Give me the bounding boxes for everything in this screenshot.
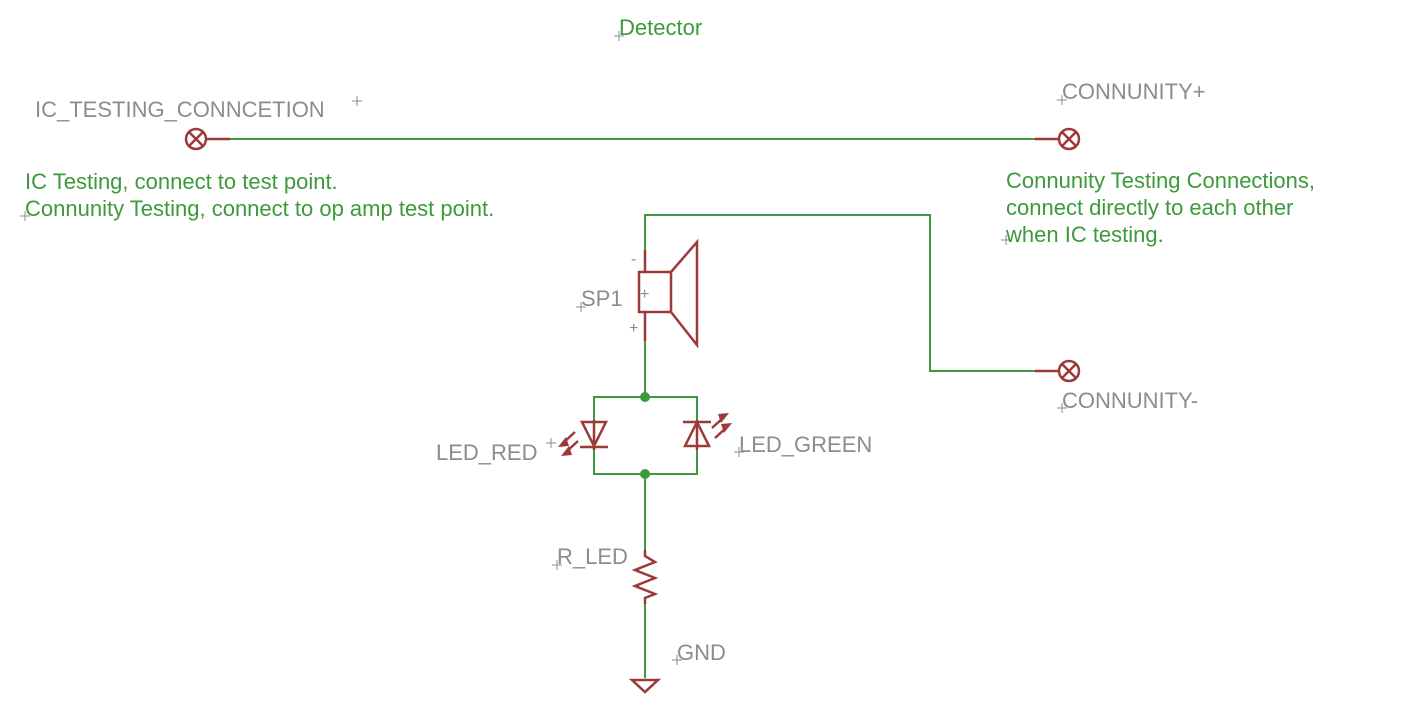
label-connunity-plus: CONNUNITY+ [1062,79,1206,104]
origin-marker [1057,403,1067,413]
origin-marker [20,211,30,221]
gnd-symbol[interactable] [628,678,662,694]
note-left-line-1: IC Testing, connect to test point. [25,169,338,194]
label-r-led: R_LED [557,544,628,569]
origin-marker [614,31,624,41]
origin-marker [672,655,682,665]
wire-led-green-bottom [645,450,698,475]
origin-marker [1057,95,1067,105]
origin-marker [552,560,562,570]
pad-connunity-plus[interactable] [1035,127,1081,151]
wire-led-red-top [593,396,645,420]
origin-markers [20,31,1067,665]
speaker-sp1[interactable] [637,238,699,349]
label-sp1: SP1 [581,286,623,311]
origin-marker [576,302,586,312]
pad-ic-testing[interactable] [184,127,230,151]
wire-led-red-bottom [593,450,645,475]
wires [210,138,1058,678]
label-gnd: GND [677,640,726,665]
origin-marker [352,96,362,106]
label-led-red: LED_RED [436,440,537,465]
led-green[interactable] [682,413,732,450]
junction-dot-bottom [640,469,650,479]
note-left-line-2: Connunity Testing, connect to op amp tes… [25,196,494,221]
pin-label-minus: - [631,251,636,268]
label-led-green: LED_GREEN [739,432,872,457]
note-right-line-3: when IC testing. [1005,222,1164,247]
note-right-line-1: Connunity Testing Connections, [1006,168,1315,193]
pin-label-plus: + [629,320,638,337]
pad-connunity-minus[interactable] [1035,359,1081,383]
origin-marker [734,447,744,457]
schematic-title: Detector [619,15,702,40]
label-ic-testing-connection: IC_TESTING_CONNCETION [35,97,325,122]
pin-label-plus-inner: + [640,286,649,303]
origin-marker [1001,235,1011,245]
led-red[interactable] [558,420,609,456]
note-right-line-2: connect directly to each other [1006,195,1293,220]
junction-dot-top [640,392,650,402]
wire-speaker-to-connunity-minus [644,214,1058,372]
resistor-r-led[interactable] [631,550,659,604]
wire-led-green-top [645,396,698,420]
origin-marker [546,438,556,448]
label-connunity-minus: CONNUNITY- [1062,388,1198,413]
